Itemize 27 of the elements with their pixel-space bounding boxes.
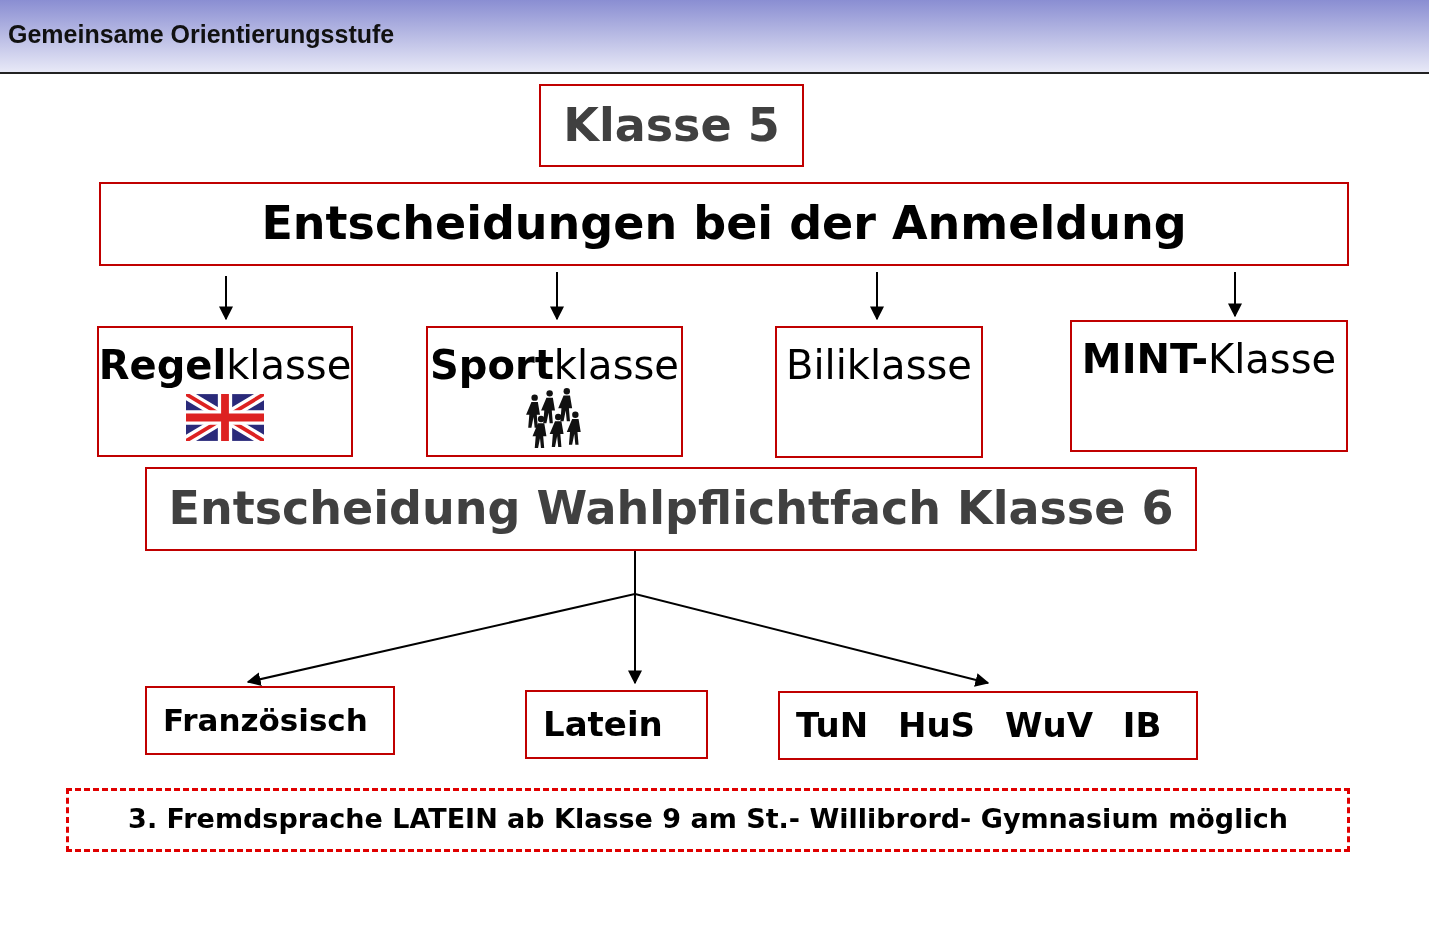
subject-box	[525, 690, 708, 759]
box-label: Latein	[543, 704, 663, 744]
box-label: TuN HuS WuV IB	[796, 705, 1162, 745]
arrow	[1228, 271, 1242, 318]
class-box	[775, 326, 983, 458]
decision-box	[99, 182, 1349, 266]
box-label: Regelklasse	[98, 342, 352, 388]
class-box	[539, 84, 804, 167]
class-box	[1070, 320, 1348, 452]
subject-box	[778, 691, 1198, 760]
subject-box	[145, 686, 395, 755]
class-box	[97, 326, 353, 457]
box-label: Entscheidungen bei der Anmeldung	[261, 196, 1187, 250]
arrow	[219, 275, 233, 321]
header-title: Gemeinsame Orientierungsstufe	[8, 20, 395, 49]
decision-box	[145, 467, 1197, 551]
class-box	[426, 326, 683, 457]
box-label: Französisch	[163, 702, 368, 738]
note-box	[66, 788, 1350, 852]
note-text: 3. Fremdsprache LATEIN ab Klasse 9 am St.- Willibrord- Gymnasium möglich	[128, 803, 1288, 834]
box-label: Biliklasse	[786, 342, 972, 388]
arrow	[550, 271, 564, 321]
box-label: Sportklasse	[430, 342, 679, 388]
box-label: Klasse 5	[563, 98, 780, 152]
box-label: MINT-Klasse	[1081, 336, 1337, 382]
arrow	[870, 271, 884, 321]
box-label: Entscheidung Wahlpflichtfach Klasse 6	[168, 481, 1174, 535]
